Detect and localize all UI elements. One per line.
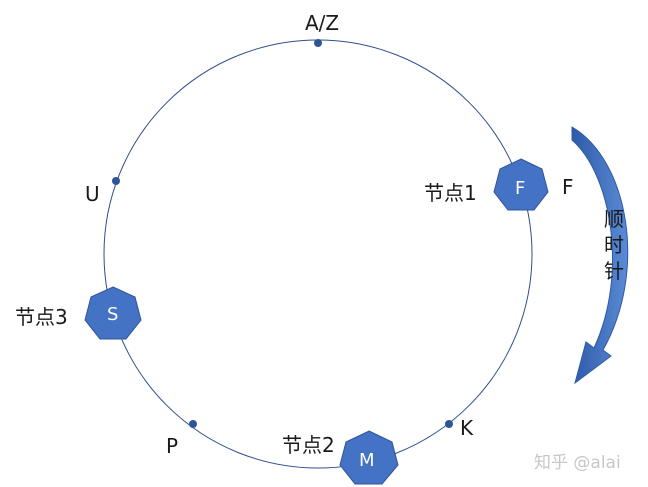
hash-ring [103, 39, 533, 469]
ring-point-k [445, 420, 453, 428]
direction-char-2: 时 [604, 233, 624, 257]
node3-label: 节点3 [15, 305, 68, 329]
point-label-k: K [460, 416, 474, 440]
point-label-u: U [85, 182, 100, 206]
node1-heptagon [493, 158, 549, 211]
node1-letter: F [515, 178, 525, 199]
watermark: 知乎 @alai [534, 453, 621, 473]
direction-char-3: 针 [604, 259, 624, 283]
node2-heptagon [339, 430, 399, 485]
node3-heptagon [84, 286, 142, 340]
node1-label: 节点1 [424, 181, 477, 205]
direction-char-1: 顺 [604, 207, 624, 231]
point-label-f: F [562, 175, 574, 199]
node2-label: 节点2 [282, 433, 335, 457]
clockwise-arrow-icon [571, 126, 629, 385]
node3-letter: S [107, 304, 118, 325]
ring-point-u [112, 177, 120, 185]
ring-point-a-z [314, 39, 322, 47]
ring-point-p [189, 420, 197, 428]
point-label-a-z: A/Z [305, 11, 339, 35]
point-label-p: P [166, 434, 178, 458]
node2-letter: M [359, 450, 375, 471]
